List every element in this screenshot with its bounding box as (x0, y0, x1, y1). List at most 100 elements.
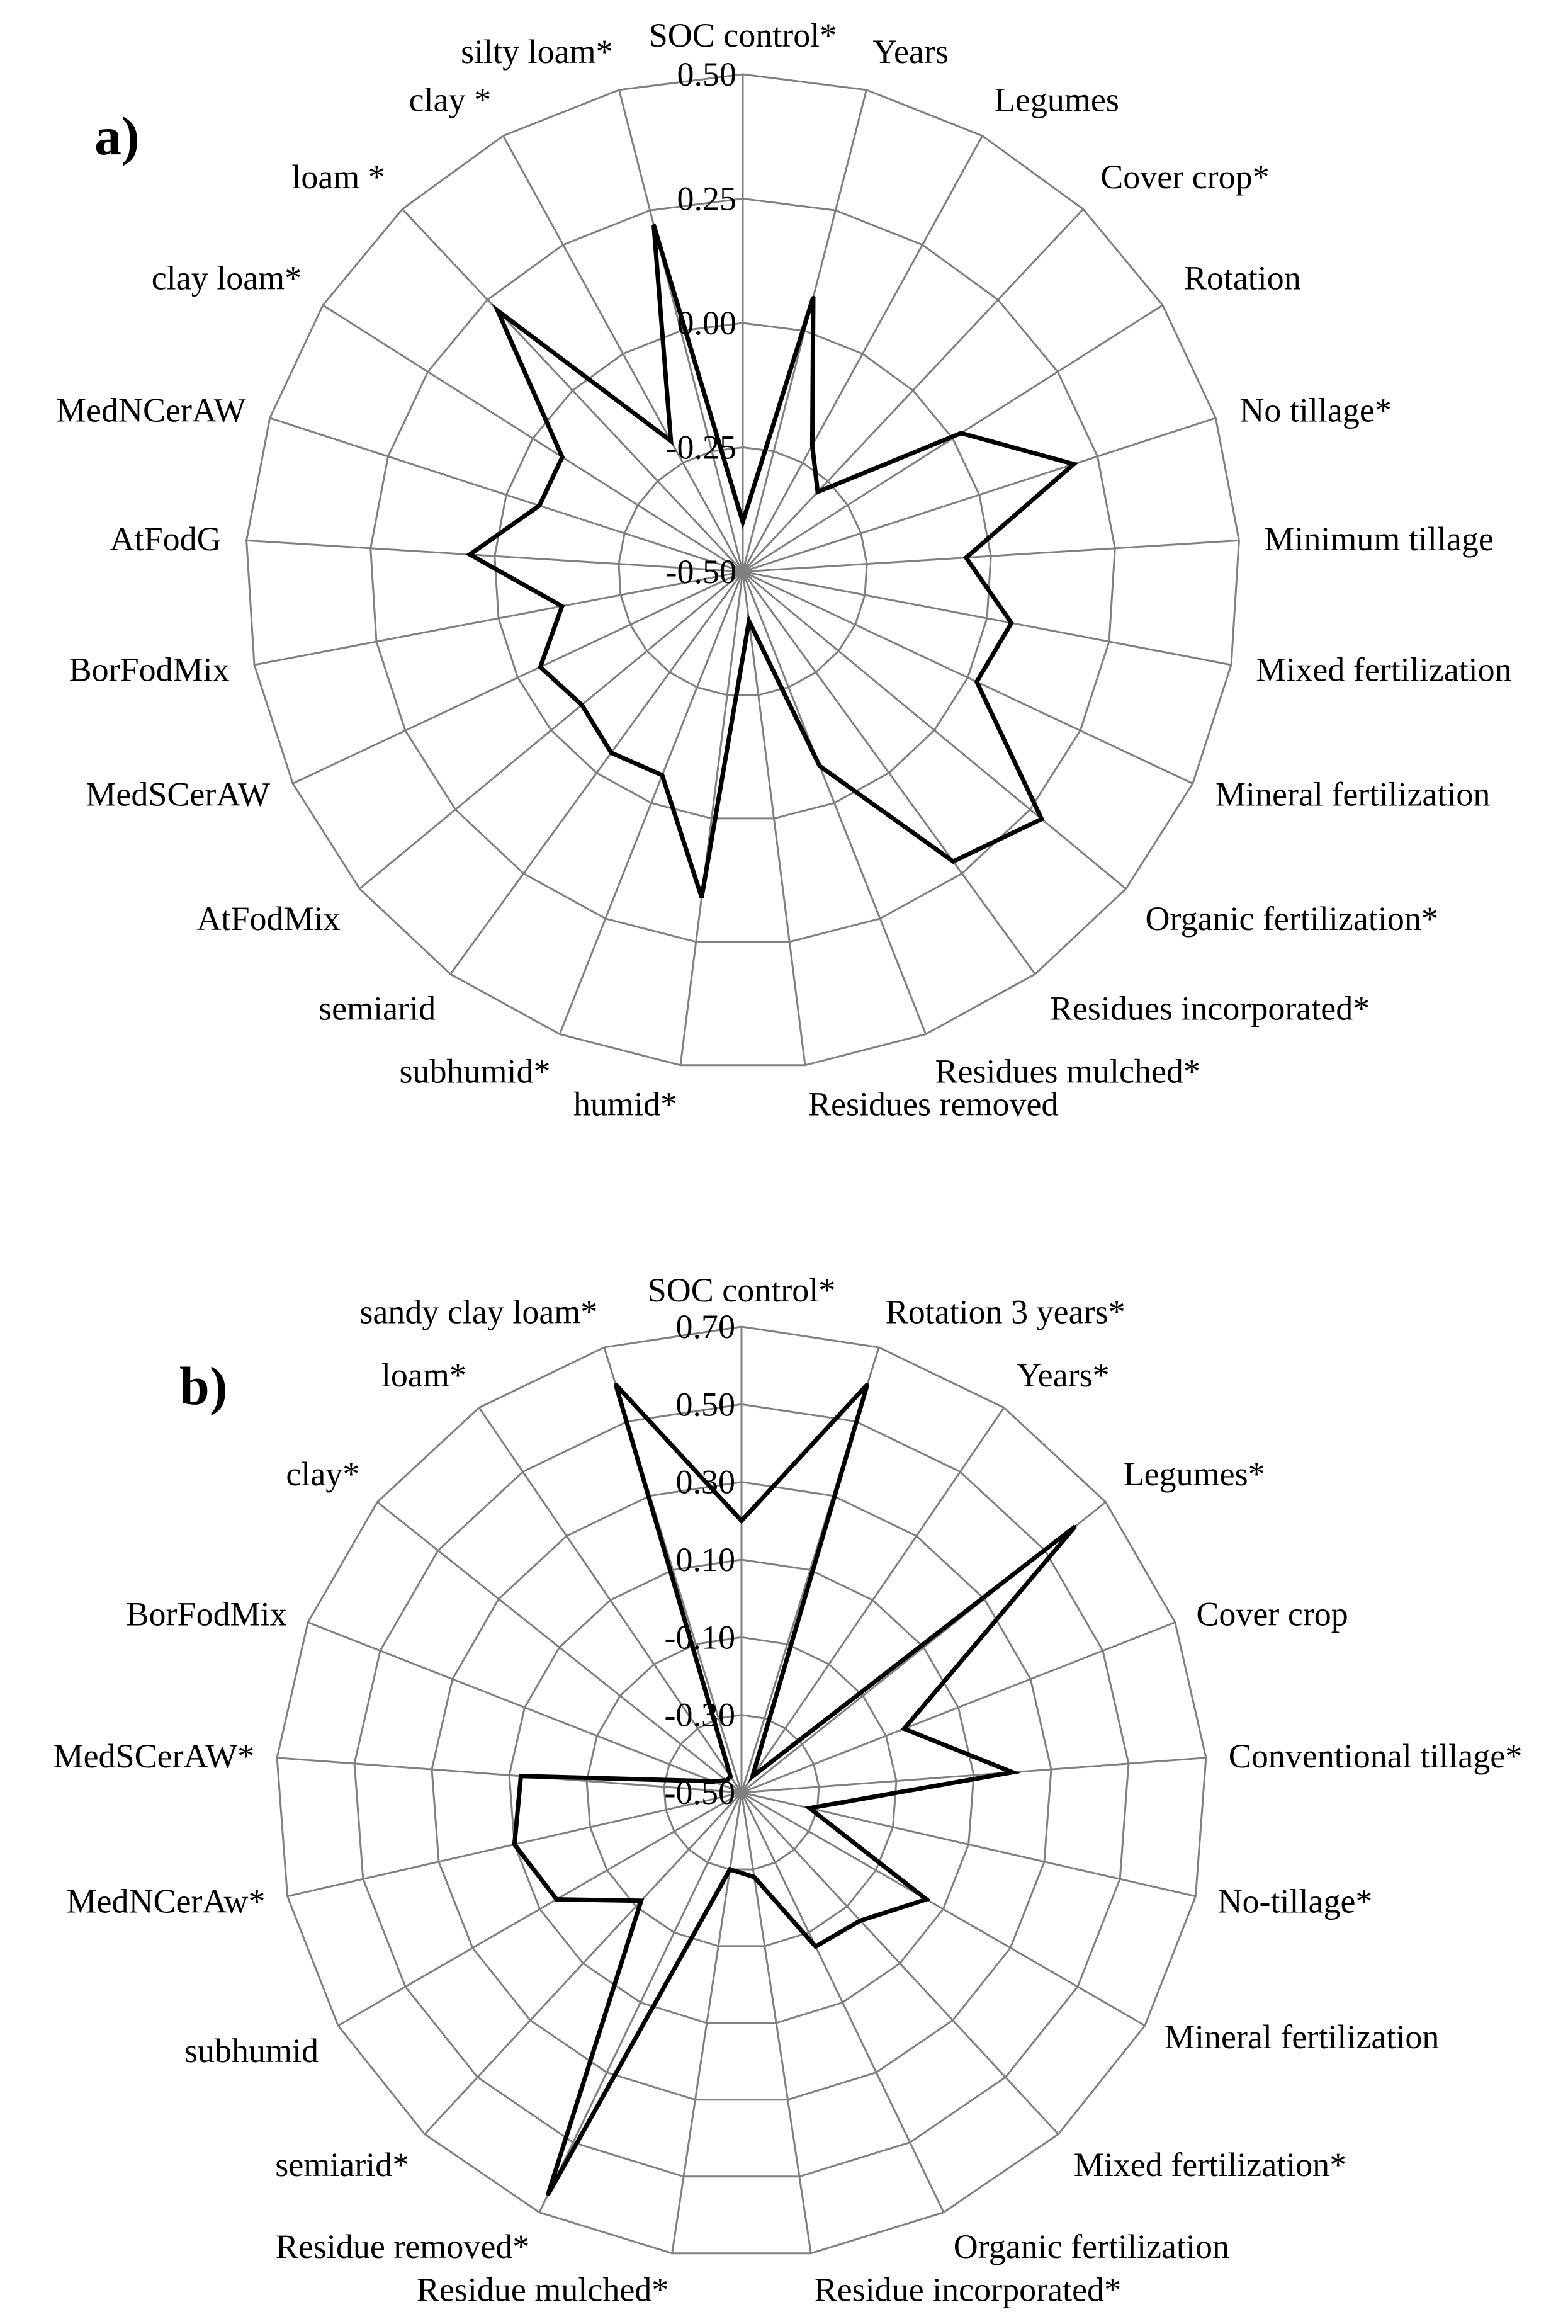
category-label: Residues incorporated* (1050, 990, 1370, 1028)
axis-spoke (740, 1792, 812, 2253)
axis-spoke (269, 417, 743, 573)
tick-label: -0.50 (665, 1774, 735, 1811)
axis-spoke (742, 570, 1127, 890)
category-label: AtFodMix (196, 900, 340, 938)
category-label: AtFodG (110, 520, 222, 558)
category-label: loam* (381, 1356, 466, 1394)
tick-label: 0.70 (676, 1308, 736, 1346)
category-label: Years* (1017, 1356, 1110, 1394)
axis-spoke (740, 1792, 945, 2213)
data-point (1040, 817, 1043, 820)
data-point (975, 680, 978, 683)
grid-ring (663, 1714, 820, 1871)
category-label: Organic fertilization* (1146, 900, 1438, 938)
tick-label: 0.50 (677, 55, 737, 93)
grid-ring (369, 197, 1116, 943)
tick-label: 0.50 (676, 1385, 736, 1423)
axis-spoke (292, 570, 743, 785)
data-point (555, 1898, 558, 1901)
axis-spoke (254, 570, 743, 666)
data-point (753, 1876, 756, 1879)
axis-spoke (742, 417, 1216, 573)
category-label: Mixed fertilization (1256, 651, 1511, 689)
axis-spoke (337, 1791, 742, 2027)
category-label: subhumid* (399, 1053, 550, 1091)
category-label: Legumes (995, 81, 1119, 119)
data-point (812, 295, 815, 298)
category-label: No tillage* (1239, 392, 1391, 429)
axis-spoke (741, 1791, 1196, 1898)
axis-spoke (502, 135, 744, 572)
axis-spoke (741, 1791, 1146, 2027)
data-point (728, 1868, 731, 1871)
axis-spoke (740, 1791, 1059, 2135)
axis-spoke (742, 570, 1232, 666)
axis-spoke (246, 539, 743, 573)
axis-spoke (740, 1407, 1005, 1793)
data-point (903, 1727, 906, 1730)
axis-spoke (424, 1791, 743, 2135)
axis-spoke (742, 571, 1036, 975)
category-label: Years (872, 33, 949, 71)
grid-ring (508, 1558, 975, 2024)
grid-ring (618, 446, 868, 696)
grid (276, 1325, 1207, 2255)
category-label: humid* (573, 1085, 677, 1123)
category-label: semiarid* (275, 2146, 409, 2184)
data-point (614, 1383, 618, 1386)
axis-spoke (402, 208, 744, 573)
axis-spoke (741, 1621, 1176, 1794)
data-point (925, 1898, 928, 1901)
grid-ring (585, 1636, 898, 1947)
grid (245, 73, 1240, 1067)
category-label: Residues removed (808, 1085, 1058, 1123)
tick-label: -0.50 (666, 553, 736, 591)
data-point (747, 620, 750, 623)
category-label: Mixed fertilization* (1074, 2146, 1346, 2184)
category-label: BorFodMix (69, 651, 230, 689)
category-label: clay loam* (152, 259, 302, 297)
data-point (652, 224, 655, 227)
data-point (468, 553, 471, 556)
panel-label-b: b) (179, 1356, 227, 1416)
category-label: MedSCerAW (86, 775, 270, 813)
axis-spoke (618, 89, 744, 572)
category-label: subhumid (184, 2032, 319, 2070)
grid-ring (494, 322, 992, 820)
category-label: MedNCerAw* (67, 1883, 266, 1920)
data-point (859, 1919, 862, 1922)
data-point (866, 1383, 869, 1386)
data-point (669, 439, 672, 443)
series-line (465, 224, 1079, 898)
data-point (700, 896, 703, 899)
axis-spoke (741, 1757, 1207, 1794)
category-label: clay * (409, 81, 491, 119)
tick-label: -0.10 (665, 1618, 735, 1656)
category-label: Conventional tillage* (1229, 1737, 1522, 1775)
data-point (610, 751, 612, 754)
grid-ring (353, 1403, 1130, 2178)
grid-ring (431, 1481, 1052, 2101)
panel-label-a: a) (94, 106, 140, 166)
category-label: Mineral fertilization (1215, 775, 1490, 813)
axis-spoke (742, 570, 1193, 785)
data-point (729, 1775, 732, 1778)
category-label: Residue removed* (276, 2228, 529, 2265)
category-label: Residue incorporated* (815, 2270, 1121, 2308)
tick-label: 0.25 (677, 180, 737, 218)
axis-spoke (478, 1407, 743, 1793)
data-point (546, 2193, 550, 2196)
axis-spoke (449, 571, 744, 975)
data-point (538, 504, 541, 507)
data-point (751, 1775, 754, 1778)
axis-spoke (742, 135, 983, 572)
data-point (661, 774, 663, 777)
data-point (560, 604, 563, 608)
category-label: clay* (286, 1455, 359, 1493)
axis-spoke (742, 571, 927, 1035)
data-point (964, 556, 967, 559)
tick-label: 0.00 (677, 304, 737, 342)
axis-spoke (276, 1757, 742, 1794)
data-point (814, 1945, 817, 1948)
tick-label: 0.10 (676, 1541, 736, 1579)
